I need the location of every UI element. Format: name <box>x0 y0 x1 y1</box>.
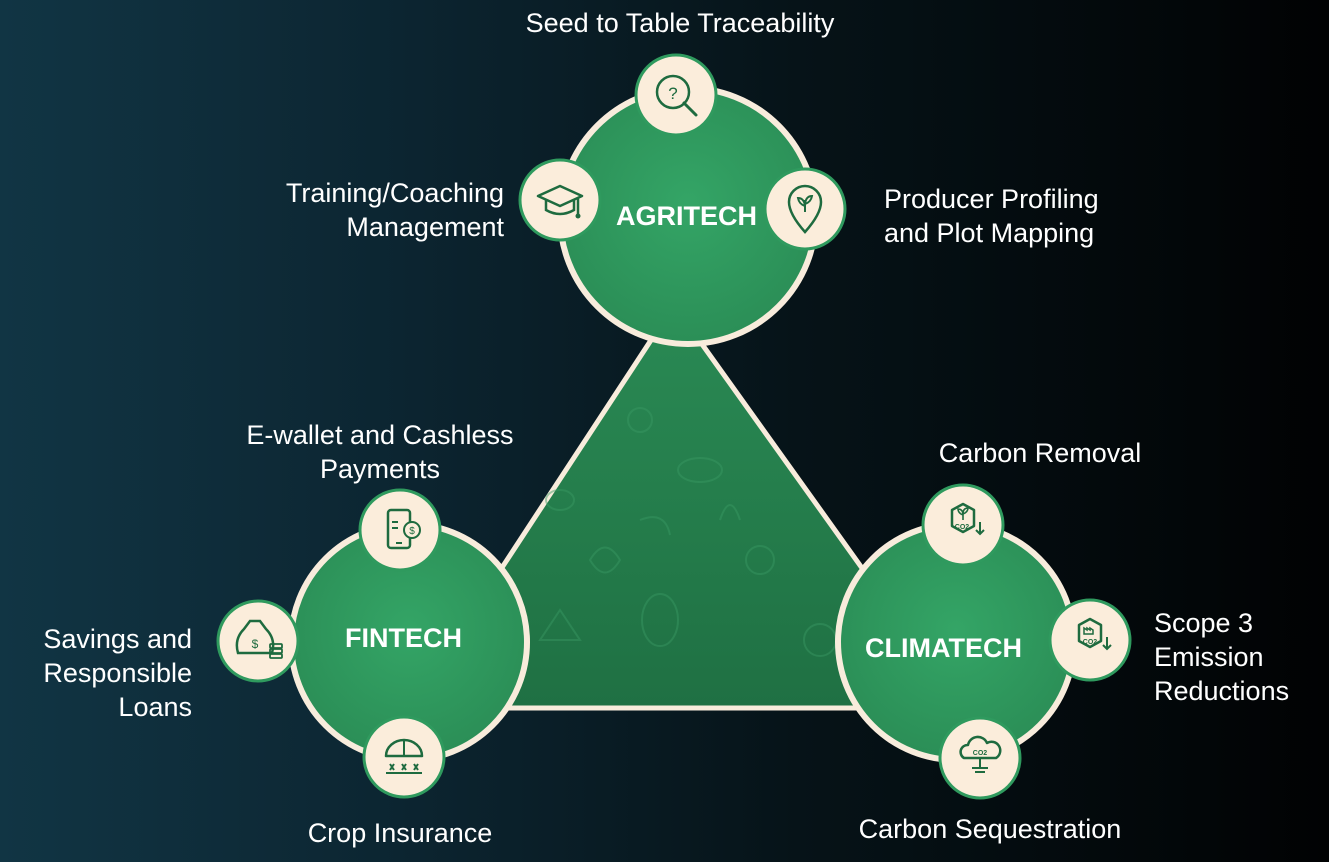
label-crop-insurance: Crop Insurance <box>230 816 570 850</box>
label-line: Scope 3 <box>1154 608 1254 638</box>
mobile-payment-icon: $ <box>358 488 442 572</box>
label-ewallet: E-wallet and Cashless Payments <box>190 418 570 486</box>
label-line: Emission <box>1154 642 1264 672</box>
fintech-title: FINTECH <box>345 623 462 653</box>
label-savings: Savings and Responsible Loans <box>0 622 192 724</box>
co2-removal-text: CO2 <box>955 524 970 531</box>
label-line: Producer Profiling <box>884 184 1099 214</box>
label-line: Payments <box>319 454 441 484</box>
label-line: Management <box>346 212 504 242</box>
label-line: Crop Insurance <box>307 818 493 848</box>
label-line: E-wallet and Cashless <box>246 420 514 450</box>
climatech-title: CLIMATECH <box>865 633 1022 663</box>
label-scope3: Scope 3 Emission Reductions <box>1154 606 1326 708</box>
co2-removal-icon: CO2 <box>921 483 1005 567</box>
money-bag-icon: $ <box>216 599 300 683</box>
label-line: Savings and <box>43 624 192 654</box>
money-bag-dollar-text: $ <box>252 637 259 651</box>
label-line: Training/Coaching <box>285 178 504 208</box>
graduation-cap-icon <box>518 158 602 242</box>
label-line: Carbon Removal <box>938 438 1142 468</box>
co2-factory-text: CO2 <box>1083 639 1098 646</box>
location-pin-leaf-icon <box>763 167 847 251</box>
co2-cloud-text: CO2 <box>973 750 988 757</box>
triangle-pattern <box>538 407 837 657</box>
label-line: Reductions <box>1154 676 1290 706</box>
umbrella-crops-icon <box>362 715 446 799</box>
co2-cloud-tree-icon: CO2 <box>938 716 1022 800</box>
label-line: Responsible <box>43 658 192 688</box>
label-line: Seed to Table Traceability <box>525 8 835 38</box>
label-producer-profiling: Producer Profiling and Plot Mapping <box>884 182 1184 250</box>
dollar-sign-text: $ <box>409 526 415 537</box>
co2-factory-icon: CO2 <box>1048 598 1132 682</box>
label-carbon-removal: Carbon Removal <box>890 436 1190 470</box>
label-line: Carbon Sequestration <box>858 814 1122 844</box>
label-line: Loans <box>118 692 192 722</box>
agritech-title: AGRITECH <box>616 201 757 231</box>
central-triangle <box>407 302 965 711</box>
label-carbon-sequestration: Carbon Sequestration <box>830 812 1150 846</box>
label-seed-to-table: Seed to Table Traceability <box>470 6 890 40</box>
label-training-coaching: Training/Coaching Management <box>200 176 504 244</box>
question-mark-text: ? <box>668 84 677 103</box>
magnifier-question-icon: ? <box>634 53 718 137</box>
label-line: and Plot Mapping <box>884 218 1095 248</box>
